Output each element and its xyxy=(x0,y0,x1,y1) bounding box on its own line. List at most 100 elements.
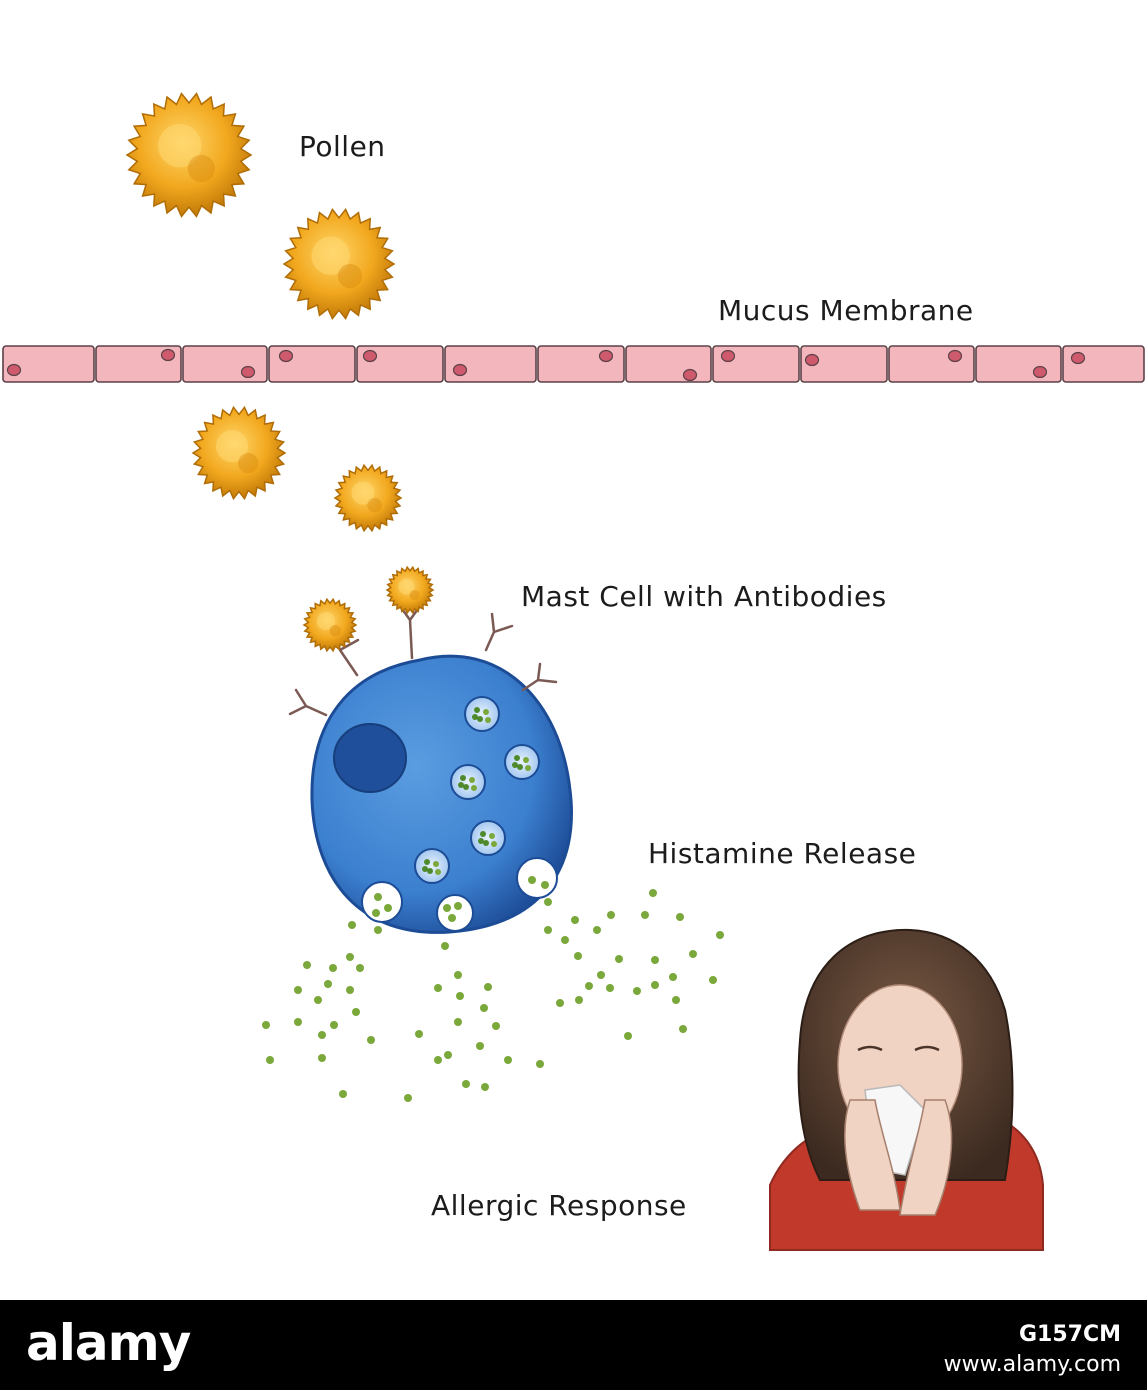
histamine-particle xyxy=(456,992,464,1000)
site-url: www.alamy.com xyxy=(943,1351,1121,1377)
histamine-particle xyxy=(481,1083,489,1091)
granules xyxy=(414,696,540,884)
histamine-particle xyxy=(504,1056,512,1064)
histamine-particle xyxy=(571,916,579,924)
histamine-particle xyxy=(346,986,354,994)
histamine-particle xyxy=(597,971,605,979)
histamine-particle xyxy=(536,1060,544,1068)
image-id: G157CM xyxy=(1018,1322,1121,1347)
histamine-particle xyxy=(480,1004,488,1012)
membrane-cell xyxy=(182,345,268,383)
histamine-particle xyxy=(624,1032,632,1040)
label-pollen: Pollen xyxy=(299,130,386,163)
histamine-particle xyxy=(443,904,451,912)
histamine-particle xyxy=(384,904,392,912)
brand-logo: alamy xyxy=(26,1314,191,1372)
histamine-particle xyxy=(484,983,492,991)
histamine-particle xyxy=(593,926,601,934)
histamine-particle xyxy=(716,931,724,939)
histamine-particle xyxy=(709,976,717,984)
histamine-particle xyxy=(324,980,332,988)
pollen-grain xyxy=(282,207,396,321)
histamine-particle xyxy=(575,996,583,1004)
histamine-particle xyxy=(492,1022,500,1030)
histamine-particle xyxy=(444,1051,452,1059)
membrane-cell xyxy=(975,345,1062,383)
histamine-particle xyxy=(356,964,364,972)
membrane-cell xyxy=(537,345,625,383)
histamine-particle xyxy=(607,911,615,919)
granule xyxy=(414,848,450,884)
membrane-cell xyxy=(888,345,975,383)
membrane-cell xyxy=(800,345,888,383)
pollen-grain xyxy=(125,92,253,218)
footer-id-block: G157CM www.alamy.com xyxy=(944,1320,1121,1379)
histamine-particle xyxy=(318,1031,326,1039)
sneezing-person xyxy=(769,928,1044,1251)
histamine-particle xyxy=(633,987,641,995)
label-mast-cell: Mast Cell with Antibodies xyxy=(521,580,887,613)
histamine-particle xyxy=(346,953,354,961)
label-mucus-membrane: Mucus Membrane xyxy=(718,294,974,327)
histamine-particle xyxy=(651,981,659,989)
bound-pollen-grain xyxy=(385,565,435,615)
person-left-hand xyxy=(844,1099,901,1211)
pollen-grain xyxy=(191,405,287,501)
membrane-cell xyxy=(1062,345,1145,383)
histamine-particle xyxy=(454,1018,462,1026)
histamine-particle xyxy=(669,973,677,981)
histamine-particle xyxy=(339,1090,347,1098)
histamine-particle xyxy=(544,898,552,906)
histamine-particle xyxy=(314,996,322,1004)
histamine-particle xyxy=(585,982,593,990)
membrane-cell xyxy=(625,345,712,383)
histamine-particle xyxy=(689,950,697,958)
membrane-cell xyxy=(444,345,537,383)
histamine-particle xyxy=(561,936,569,944)
histamine-particles xyxy=(262,876,724,1102)
histamine-particle xyxy=(574,952,582,960)
histamine-particle xyxy=(329,964,337,972)
granule xyxy=(470,820,506,856)
person-right-hand xyxy=(899,1099,953,1216)
histamine-particle xyxy=(556,999,564,1007)
histamine-particle xyxy=(651,956,659,964)
pollen-grains xyxy=(125,92,403,533)
histamine-particle xyxy=(476,1042,484,1050)
label-histamine-release: Histamine Release xyxy=(648,837,917,870)
histamine-particle xyxy=(434,1056,442,1064)
histamine-particle xyxy=(262,1021,270,1029)
granule xyxy=(450,764,486,800)
histamine-particle xyxy=(374,926,382,934)
mast-cell-nucleus xyxy=(333,723,407,793)
histamine-particle xyxy=(294,986,302,994)
histamine-particle xyxy=(348,921,356,929)
histamine-particle xyxy=(528,876,536,884)
histamine-particle xyxy=(454,902,462,910)
histamine-particle xyxy=(374,893,382,901)
membrane-cell xyxy=(95,345,182,383)
histamine-particle xyxy=(641,911,649,919)
histamine-particle xyxy=(372,909,380,917)
histamine-particle xyxy=(544,926,552,934)
mast-cell xyxy=(288,565,573,934)
histamine-particle xyxy=(303,961,311,969)
histamine-particle xyxy=(676,913,684,921)
histamine-particle xyxy=(404,1094,412,1102)
histamine-particle xyxy=(448,914,456,922)
membrane-cell xyxy=(356,345,444,383)
bound-pollen-grain xyxy=(302,597,358,653)
histamine-particle xyxy=(462,1080,470,1088)
histamine-particle xyxy=(649,889,657,897)
granule xyxy=(464,696,500,732)
histamine-particle xyxy=(415,1030,423,1038)
membrane-cell xyxy=(2,345,95,383)
histamine-particle xyxy=(318,1054,326,1062)
membrane-cell xyxy=(268,345,356,383)
mucus-membrane xyxy=(2,345,1145,383)
histamine-particle xyxy=(541,881,549,889)
label-allergic-response: Allergic Response xyxy=(431,1189,687,1222)
release-openings xyxy=(361,857,558,932)
watermark-footer: alamy G157CM www.alamy.com xyxy=(0,1300,1147,1390)
